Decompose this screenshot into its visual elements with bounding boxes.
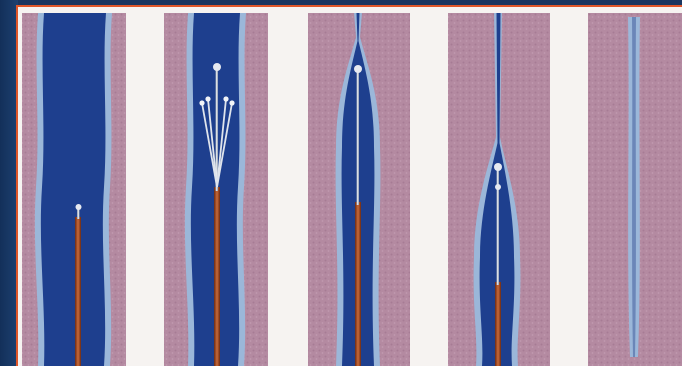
panel-stage-2 bbox=[164, 13, 268, 366]
panels-illustration bbox=[18, 7, 682, 366]
figure-frame bbox=[16, 5, 682, 366]
panel-stage-3 bbox=[308, 13, 410, 366]
panel-stage-4 bbox=[448, 13, 550, 366]
panel-stage-5 bbox=[588, 13, 682, 366]
panel-stage-1 bbox=[22, 13, 126, 366]
